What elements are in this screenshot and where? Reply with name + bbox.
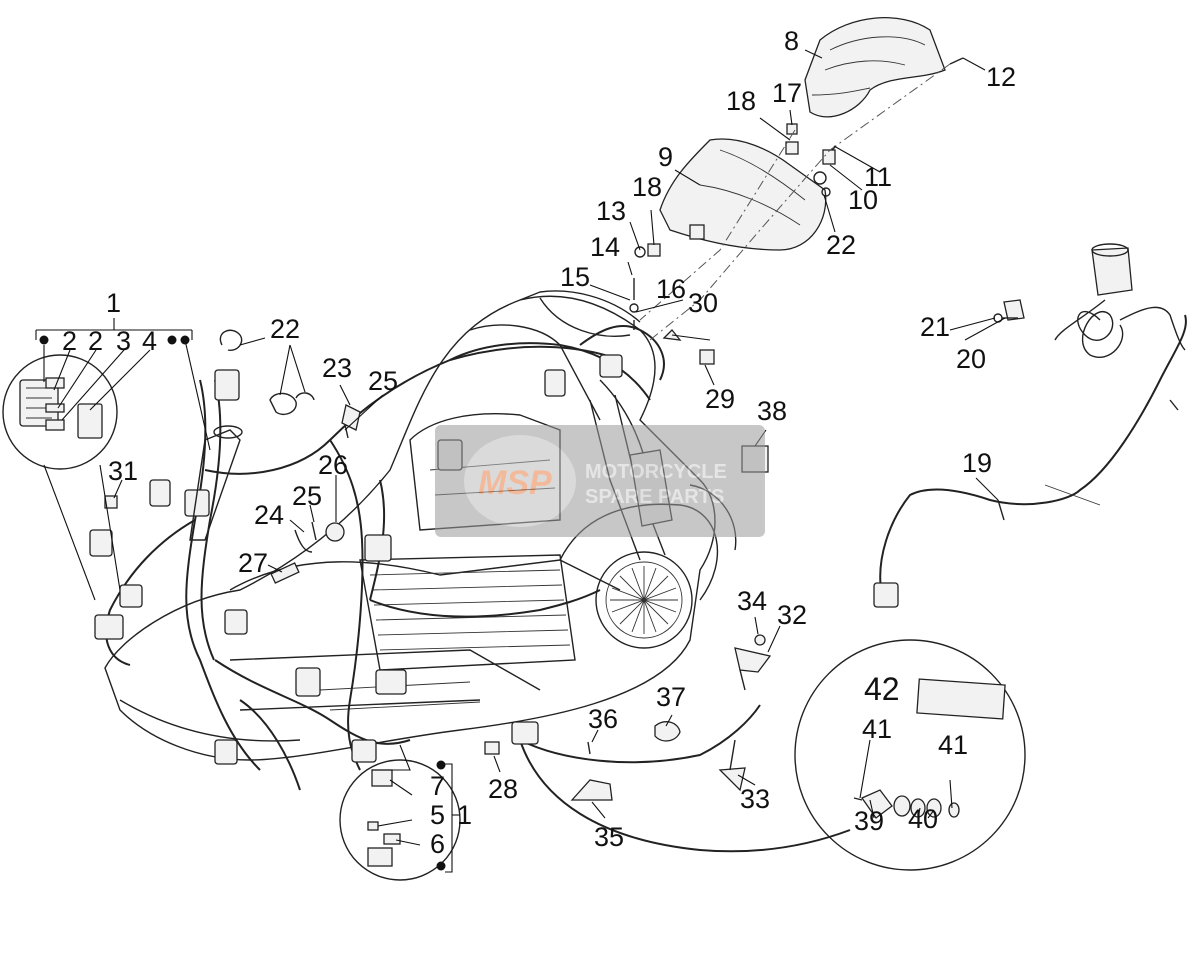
part-label-21: 21 bbox=[920, 312, 950, 342]
part-label-23: 23 bbox=[322, 353, 352, 383]
watermark: MSP MOTORCYCLE SPARE PARTS bbox=[435, 425, 765, 537]
part-label-5: 5 bbox=[430, 800, 445, 830]
part-label-27: 27 bbox=[238, 548, 268, 578]
lower-cable bbox=[511, 634, 851, 853]
leader-lines bbox=[43, 49, 1006, 846]
part-label-30: 30 bbox=[688, 288, 718, 318]
part-labels: 1 2 2 3 4 31 22 23 25 26 25 24 27 7 5 1 … bbox=[62, 26, 1016, 859]
part-label-41: 41 bbox=[862, 714, 892, 744]
watermark-logo: MSP bbox=[478, 464, 552, 502]
part-label-36: 36 bbox=[588, 704, 618, 734]
part-label-35: 35 bbox=[594, 822, 624, 852]
part-label-32: 32 bbox=[777, 600, 807, 630]
part-label-11: 11 bbox=[864, 162, 892, 192]
part-label-16: 16 bbox=[656, 274, 686, 304]
group-bracket-1-top bbox=[35, 318, 193, 345]
part-label-22: 22 bbox=[270, 314, 300, 344]
watermark-line1: MOTORCYCLE bbox=[585, 461, 727, 483]
part-9-glovebox bbox=[659, 138, 827, 251]
detail-circle-left bbox=[2, 354, 118, 470]
part-label-1: 1 bbox=[106, 288, 121, 318]
alignment-lines bbox=[639, 63, 951, 341]
part-label-6: 6 bbox=[430, 829, 445, 859]
part-label-1: 1 bbox=[457, 800, 472, 830]
watermark-line2: SPARE PARTS bbox=[585, 486, 724, 508]
part-label-18: 18 bbox=[726, 86, 756, 116]
detail-circle-right bbox=[794, 639, 1026, 871]
part-label-40: 40 bbox=[908, 804, 938, 834]
part-label-22: 22 bbox=[826, 230, 856, 260]
part-label-18: 18 bbox=[632, 172, 662, 202]
part-label-25: 25 bbox=[292, 481, 322, 511]
part-label-39: 39 bbox=[854, 806, 884, 836]
part-label-38: 38 bbox=[757, 396, 787, 426]
part-label-25: 25 bbox=[368, 366, 398, 396]
part-19-cable bbox=[873, 243, 1187, 608]
part-22-clamps bbox=[219, 329, 315, 416]
part-label-26: 26 bbox=[318, 450, 348, 480]
detail-circle-bottom bbox=[339, 759, 461, 881]
group-bracket-1-bottom bbox=[436, 760, 460, 873]
part-label-2: 2 bbox=[62, 326, 77, 356]
part-label-19: 19 bbox=[962, 448, 992, 478]
part-label-14: 14 bbox=[590, 232, 620, 262]
part-label-3: 3 bbox=[116, 326, 131, 356]
part-label-29: 29 bbox=[705, 384, 735, 414]
main-wiring-harness bbox=[89, 325, 665, 791]
part-label-28: 28 bbox=[488, 774, 518, 804]
part-8-cover bbox=[804, 17, 946, 118]
part-label-8: 8 bbox=[784, 26, 799, 56]
part-label-9: 9 bbox=[658, 142, 673, 172]
part-label-34: 34 bbox=[737, 586, 767, 616]
part-label-10: 10 bbox=[848, 185, 878, 215]
part-label-4: 4 bbox=[142, 326, 157, 356]
part-label-7: 7 bbox=[430, 771, 445, 801]
part-label-2: 2 bbox=[88, 326, 103, 356]
part-label-42: 42 bbox=[864, 671, 900, 707]
part-label-37: 37 bbox=[656, 682, 686, 712]
part-label-20: 20 bbox=[956, 344, 986, 374]
part-label-13: 13 bbox=[596, 196, 626, 226]
part-label-31: 31 bbox=[108, 456, 138, 486]
part-label-33: 33 bbox=[740, 784, 770, 814]
part-label-15: 15 bbox=[560, 262, 590, 292]
part-label-41: 41 bbox=[938, 730, 968, 760]
part-label-12: 12 bbox=[986, 62, 1016, 92]
part-label-24: 24 bbox=[254, 500, 284, 530]
part-label-17: 17 bbox=[772, 78, 802, 108]
